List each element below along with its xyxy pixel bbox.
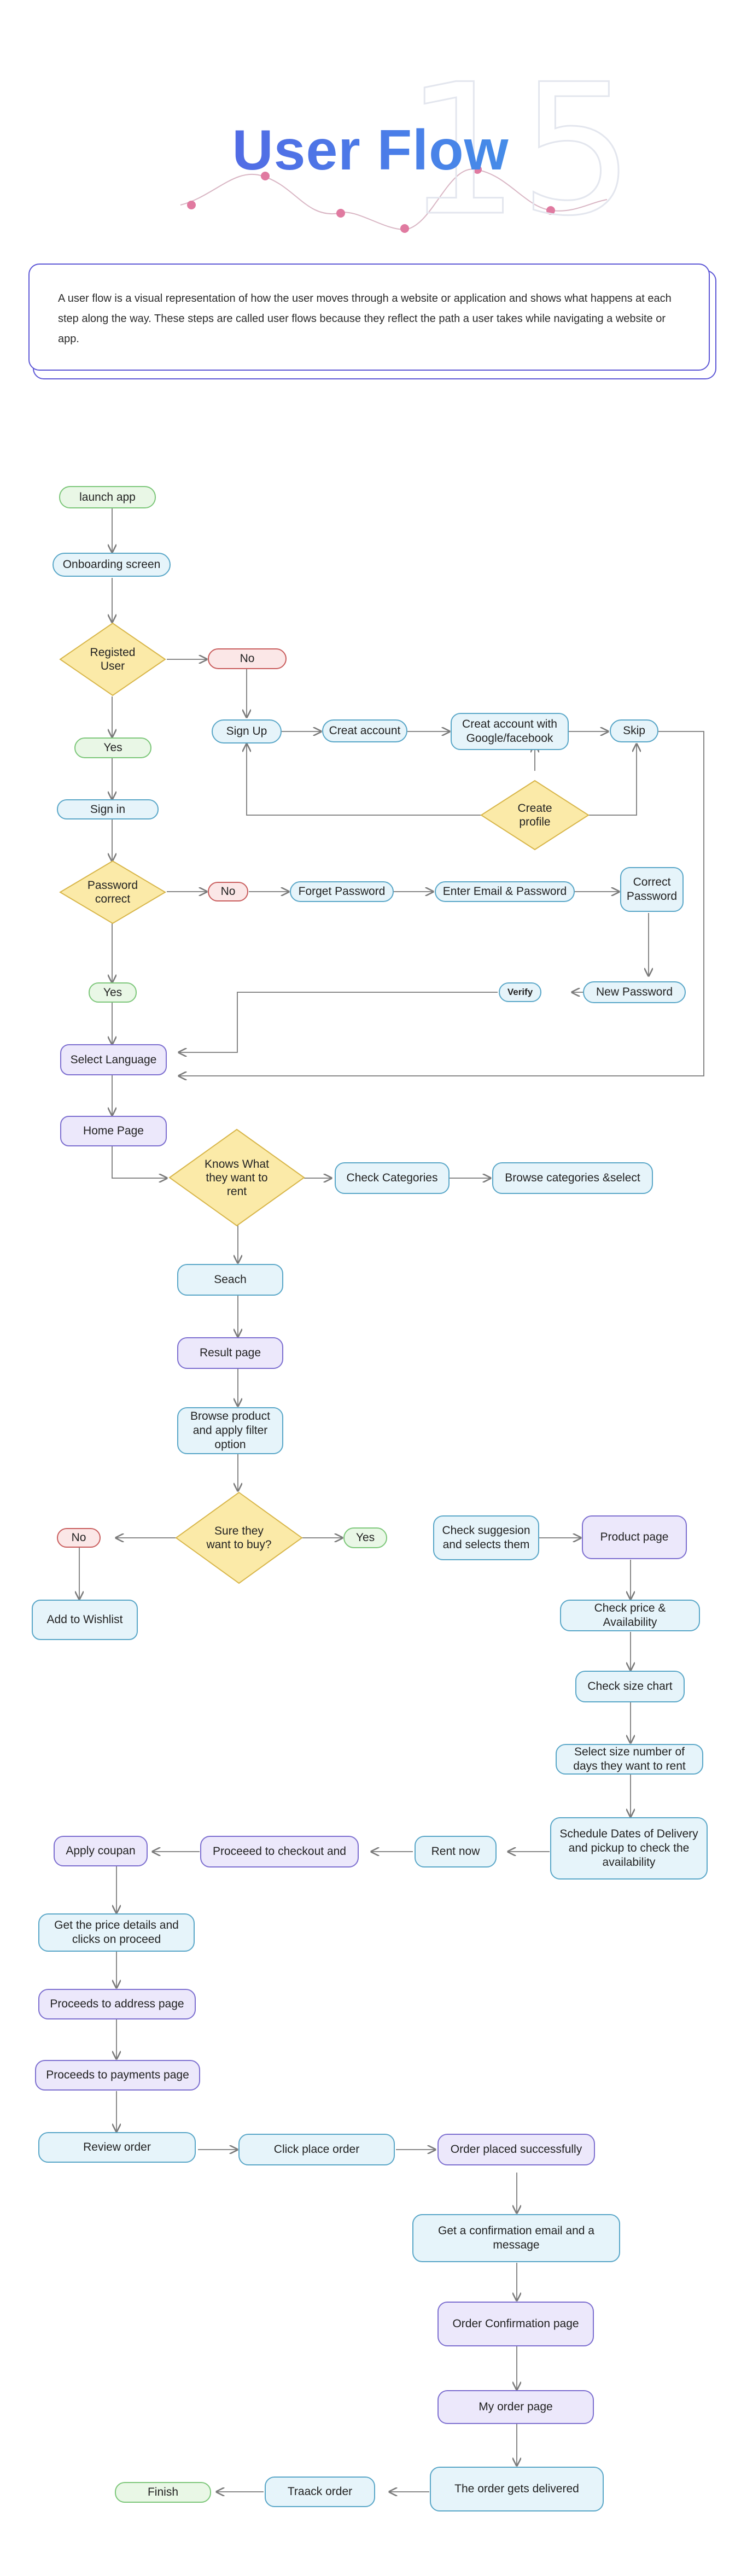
address-page-node: Proceeds to address page	[38, 1989, 196, 2019]
password-correct-decision: Password correct	[59, 860, 166, 924]
proceed-checkout-node: Proceeed to checkout and	[200, 1836, 359, 1867]
diamond-label: Registed User	[90, 646, 136, 672]
correct-password-node: Correct Password	[620, 867, 684, 912]
create-profile-decision: Create profile	[480, 780, 590, 851]
check-suggestion-node: Check suggesion and selects them	[433, 1515, 539, 1560]
wave-dot	[400, 224, 409, 233]
price-details-node: Get the price details and clicks on proc…	[38, 1913, 195, 1952]
payments-page-node: Proceeds to payments page	[35, 2060, 200, 2091]
product-page-node: Product page	[582, 1515, 687, 1559]
seach-node: Seach	[177, 1264, 283, 1296]
registered-user-decision: Registed User	[59, 622, 166, 696]
arrows	[79, 508, 704, 2492]
creat-account-node: Creat account	[322, 719, 407, 742]
skip-node: Skip	[610, 719, 658, 742]
browse-categories-node: Browse categories &select	[492, 1162, 653, 1194]
order-confirmation-node: Order Confirmation page	[437, 2302, 594, 2346]
yes-node: Yes	[74, 737, 151, 758]
intro-text: A user flow is a visual representation o…	[58, 292, 672, 345]
order-delivered-node: The order gets delivered	[430, 2467, 604, 2511]
knows-what-decision: Knows What they want to rent	[168, 1128, 305, 1227]
order-placed-node: Order placed successfully	[437, 2134, 595, 2165]
apply-coupan-node: Apply coupan	[54, 1836, 148, 1866]
confirmation-email-node: Get a confirmation email and a message	[412, 2214, 620, 2262]
new-password-node: New Password	[583, 981, 686, 1003]
diamond-label: Knows What they want to rent	[205, 1157, 269, 1198]
wave-dot	[546, 206, 555, 215]
diamond-label: Password correct	[87, 879, 138, 905]
intro-card: A user flow is a visual representation o…	[28, 264, 710, 371]
wave-dot	[187, 201, 196, 209]
browse-product-node: Browse product and apply filter option	[177, 1407, 283, 1454]
wave-dot	[261, 172, 270, 180]
diamond-label: Sure they want to buy?	[206, 1525, 272, 1551]
result-page-node: Result page	[177, 1337, 283, 1369]
enter-email-password-node: Enter Email & Password	[435, 881, 575, 902]
launch-app-node: launch app	[59, 486, 156, 508]
add-to-wishlist-node: Add to Wishlist	[32, 1600, 138, 1640]
my-order-page-node: My order page	[437, 2390, 594, 2424]
select-language-node: Select Language	[60, 1044, 167, 1075]
no-node: No	[208, 882, 248, 901]
schedule-dates-node: Schedule Dates of Delivery and pickup to…	[550, 1817, 708, 1880]
wave-dot	[336, 209, 345, 218]
page-title: User Flow	[0, 118, 741, 183]
select-size-node: Select size number of days they want to …	[556, 1744, 703, 1775]
verify-button: Verify	[499, 982, 541, 1002]
no-node: No	[57, 1528, 101, 1548]
sure-to-buy-decision: Sure they want to buy?	[175, 1491, 303, 1584]
check-size-chart-node: Check size chart	[575, 1671, 685, 1702]
check-price-node: Check price & Availability	[560, 1600, 700, 1631]
sign-in-node: Sign in	[57, 799, 159, 819]
sign-up-node: Sign Up	[212, 719, 282, 743]
title-number: 15	[404, 60, 635, 242]
wave-dot	[473, 165, 482, 174]
diamond-label: Create profile	[517, 802, 552, 828]
forget-password-node: Forget Password	[290, 881, 394, 902]
yes-node: Yes	[343, 1527, 387, 1548]
onboarding-node: Onboarding screen	[52, 553, 171, 577]
no-node: No	[208, 648, 287, 669]
home-page-node: Home Page	[60, 1116, 167, 1146]
track-order-node: Traack order	[265, 2477, 375, 2507]
yes-node: Yes	[89, 982, 137, 1003]
creat-account-google-node: Creat account with Google/facebook	[451, 713, 569, 750]
review-order-node: Review order	[38, 2132, 196, 2163]
finish-node: Finish	[115, 2482, 211, 2503]
check-categories-node: Check Categories	[335, 1162, 450, 1194]
rent-now-node: Rent now	[415, 1836, 497, 1867]
click-place-order-node: Click place order	[238, 2134, 395, 2165]
